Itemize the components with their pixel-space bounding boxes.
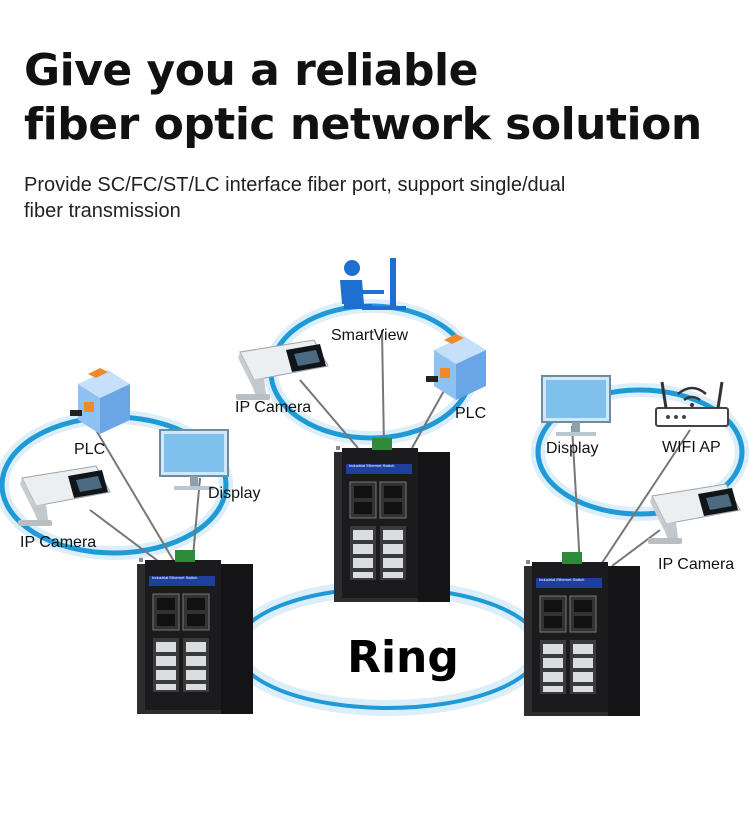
center-plc-icon [426,334,486,400]
ring-label: Ring [347,632,459,683]
switch-center-brand-label: Industrial Ethernet Switch [349,463,394,468]
left-display-label: Display [208,485,260,502]
center-ip-camera-label: IP Camera [235,399,311,416]
left-ip-camera-icon [17,465,111,527]
page-title: Give you a reliable fiber optic network … [24,44,702,152]
switch-right-brand-label: Industrial Ethernet Switch [539,577,584,582]
page-subtitle: Provide SC/FC/ST/LC interface fiber port… [24,172,724,224]
line-right-wifi [599,429,691,567]
right-ip-camera-label: IP Camera [658,556,734,573]
left-plc-label: PLC [74,441,105,458]
right-ip-camera-icon [647,483,741,545]
right-display-label: Display [546,440,598,457]
page-title-line-2: fiber optic network solution [24,99,702,150]
page-subtitle-line-2: fiber transmission [24,200,181,222]
center-plc-label: PLC [455,405,486,422]
switch-center: Industrial Ethernet Switch [333,437,451,603]
page-subtitle-line-1: Provide SC/FC/ST/LC interface fiber port… [24,174,566,196]
right-subnet-ring [531,383,749,521]
left-ip-camera-label: IP Camera [20,534,96,551]
center-smartview-label: SmartView [331,327,409,344]
left-display-icon [159,429,229,491]
page-title-line-1: Give you a reliable [24,45,478,96]
switch-left-brand-label: Industrial Ethernet Switch [152,575,197,580]
line-center-smartview [381,329,385,449]
right-wifi-ap-label: WIFI AP [662,439,721,456]
line-right-display [571,425,581,567]
line-left-plc [89,419,179,569]
switch-left: Industrial Ethernet Switch [136,549,254,715]
line-right-camera [611,529,661,567]
switch-right: Industrial Ethernet Switch [523,551,641,717]
line-center-camera [299,379,359,449]
